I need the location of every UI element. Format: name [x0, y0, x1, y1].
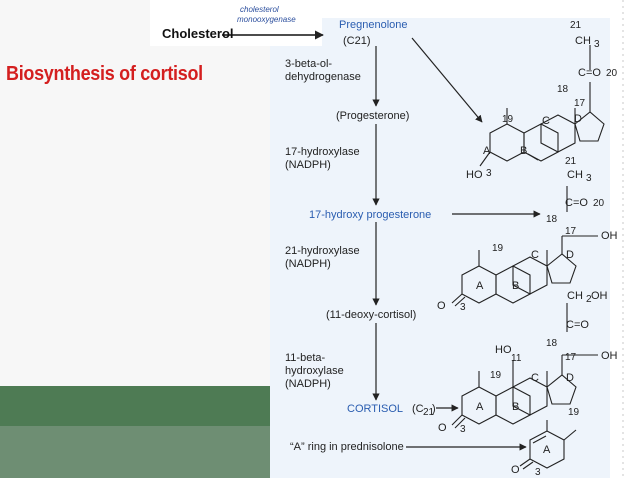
- s1-ch3: CH: [575, 35, 591, 47]
- s3-ch2oh: CH: [567, 290, 583, 302]
- enzyme-11-beta-line2: hydroxylase: [285, 365, 344, 377]
- enzyme-11-beta-line3: (NADPH): [285, 378, 331, 390]
- s2-c21: 21: [565, 156, 577, 167]
- s1-ring-d: D: [574, 113, 582, 125]
- s3-c17: 17: [565, 352, 577, 363]
- s2-co: C=O: [565, 197, 588, 209]
- figure-top-strip: [270, 0, 610, 18]
- decorative-bar: [0, 386, 270, 426]
- s2-ring-b: B: [512, 280, 519, 292]
- s1-c18: 18: [557, 84, 569, 95]
- s4-ring-a: A: [543, 444, 551, 456]
- s2-c20: 20: [593, 198, 605, 209]
- slide-title: Biosynthesis of cortisol: [6, 62, 203, 85]
- s3-ch2-sub: 2: [586, 294, 592, 305]
- s1-c20: 20: [606, 68, 618, 79]
- s2-ring-d: D: [566, 249, 574, 261]
- right-margin: [610, 0, 638, 478]
- s2-ring-c: C: [531, 249, 539, 261]
- s3-c3: 3: [460, 424, 466, 435]
- s1-c21: 21: [570, 20, 582, 31]
- s1-ring-b: B: [520, 145, 527, 157]
- enzyme-name-line2: monooxygenase: [237, 15, 296, 24]
- s1-c17: 17: [574, 98, 586, 109]
- s3-c11: 11: [511, 353, 522, 364]
- s3-ho: HO: [495, 344, 512, 356]
- s1-co: C=O: [578, 67, 601, 79]
- s4-c19: 19: [568, 407, 580, 418]
- cortisol-label: CORTISOL: [347, 403, 403, 415]
- s3-oh: OH: [601, 350, 618, 362]
- cholesterol-label: Cholesterol: [162, 26, 234, 41]
- s1-ho: HO: [466, 169, 483, 181]
- s2-c17: 17: [565, 226, 577, 237]
- s1-c19: 19: [502, 114, 514, 125]
- pathway-figure: [270, 18, 610, 478]
- enzyme-3-beta-line2: dehydrogenase: [285, 71, 361, 83]
- s2-ch3: CH: [567, 169, 583, 181]
- enzyme-3-beta-line1: 3-beta-ol-: [285, 58, 332, 70]
- hydroxyprogesterone-label: 17-hydroxy progesterone: [309, 209, 431, 221]
- s3-c19: 19: [490, 370, 502, 381]
- pregnenolone-c21: (C21): [343, 35, 371, 47]
- s3-c18: 18: [546, 338, 558, 349]
- s2-c19: 19: [492, 243, 504, 254]
- cholesterol-box: [150, 0, 322, 46]
- s4-c3: 3: [535, 467, 541, 478]
- cortisol-c-close: ): [432, 403, 436, 415]
- s1-ch3-sub: 3: [594, 39, 600, 50]
- s2-ring-a: A: [476, 280, 484, 292]
- s3-ring-a: A: [476, 401, 484, 413]
- prednisolone-note: “A” ring in prednisolone: [290, 441, 404, 453]
- enzyme-21-hydroxylase-line2: (NADPH): [285, 258, 331, 270]
- arrow-pregnenolone-to-structure: [411, 37, 483, 123]
- s2-oh: OH: [601, 230, 618, 242]
- s1-ring-c: C: [542, 115, 550, 127]
- structure-17-hydroxyprogesterone: [451, 186, 598, 307]
- s3-ring-b: B: [512, 401, 519, 413]
- progesterone-label: (Progesterone): [336, 110, 409, 122]
- enzyme-17-hydroxylase-line2: (NADPH): [285, 159, 331, 171]
- s1-c3: 3: [486, 168, 492, 179]
- structure-pregnenolone: [479, 45, 605, 167]
- enzyme-21-hydroxylase-line1: 21-hydroxylase: [285, 245, 360, 257]
- s3-ring-d: D: [566, 372, 574, 384]
- structure-cortisol: [451, 303, 598, 429]
- pregnenolone-label: Pregnenolone: [339, 19, 408, 31]
- s3-o: O: [438, 422, 447, 434]
- s3-ring-c: C: [531, 372, 539, 384]
- s4-o: O: [511, 464, 520, 476]
- enzyme-17-hydroxylase-line1: 17-hydroxylase: [285, 146, 360, 158]
- s3-co: C=O: [566, 319, 589, 331]
- enzyme-11-beta-line1: 11-beta-: [285, 352, 325, 364]
- s2-c3: 3: [460, 302, 466, 313]
- cortisol-c-sub: 21: [423, 407, 435, 418]
- s1-ring-a: A: [483, 145, 491, 157]
- s2-o: O: [437, 300, 446, 312]
- enzyme-name-line1: cholesterol: [240, 5, 279, 14]
- structure-prednisolone-a-ring: [519, 420, 577, 470]
- deoxycortisol-label: (11-deoxy-cortisol): [326, 309, 416, 321]
- decorative-bar-lower: [0, 426, 270, 478]
- s2-ch3-sub: 3: [586, 173, 592, 184]
- cortisol-c-open: (C: [412, 403, 424, 415]
- s2-c18: 18: [546, 214, 558, 225]
- s3-ch2oh-tail: OH: [591, 290, 608, 302]
